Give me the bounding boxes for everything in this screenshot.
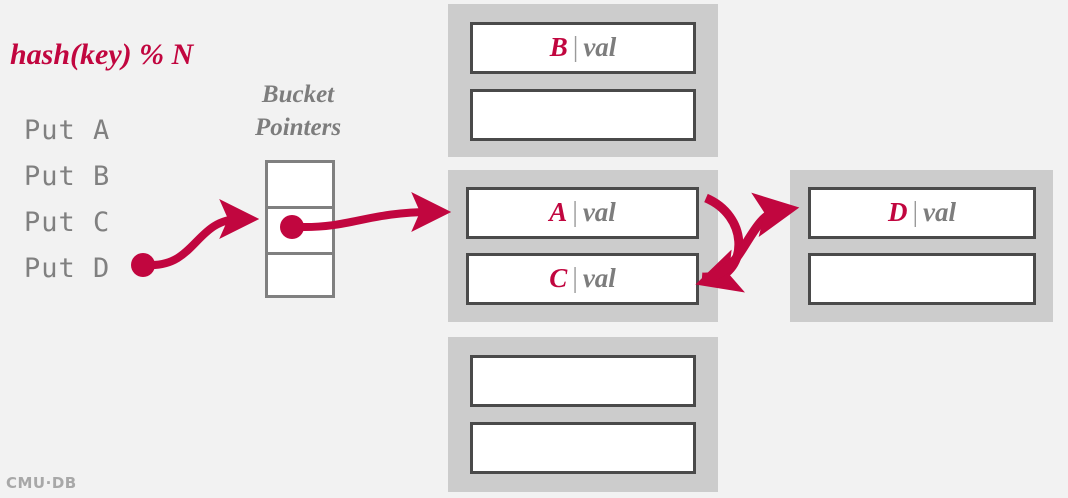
bucket-overflow-slot-1[interactable]: D|val	[808, 187, 1036, 239]
bucket-3-slot-1[interactable]	[470, 355, 696, 407]
bucket-pointer-column	[265, 160, 335, 298]
bucket-pointers-label: Bucket Pointers	[228, 78, 368, 144]
bucket-3-slot-2[interactable]	[470, 422, 696, 474]
slot-value: val	[582, 263, 616, 293]
bucket-overflow: D|val	[790, 170, 1053, 322]
slot-label: D|val	[888, 199, 956, 227]
list-item: Put B	[24, 161, 111, 192]
bucket-1-slot-1[interactable]: B|val	[470, 22, 696, 74]
slot-separator: |	[572, 263, 578, 294]
bucket-2-slot-2[interactable]: C|val	[466, 253, 699, 305]
bucket-2: A|val C|val	[448, 170, 718, 322]
list-item: Put C	[24, 207, 111, 238]
bucket-pointer-cell-2[interactable]	[268, 209, 332, 255]
slot-separator: |	[572, 197, 578, 228]
bucket-1-slot-2[interactable]	[470, 89, 696, 141]
slot-value: val	[582, 197, 616, 227]
bucket-pointers-label-line2: Pointers	[254, 114, 342, 141]
put-d-origin-dot	[131, 253, 155, 277]
bucket-2-slot-1[interactable]: A|val	[466, 187, 699, 239]
page-title: hash(key) % N	[10, 38, 194, 71]
slot-key: A	[549, 197, 568, 227]
bucket-overflow-slot-2[interactable]	[808, 253, 1036, 305]
arrow-put-to-pointer	[149, 199, 260, 270]
bucket-pointer-cell-3[interactable]	[268, 255, 332, 301]
slot-label: C|val	[549, 265, 616, 293]
cmu-db-logo: CMU·DB	[6, 474, 77, 492]
bucket-3	[448, 337, 718, 492]
slot-key: C	[549, 263, 568, 293]
slot-label: A|val	[549, 199, 616, 227]
slot-label: B|val	[550, 34, 617, 62]
slot-value: val	[583, 32, 617, 62]
slot-value: val	[923, 197, 957, 227]
slot-key: D	[887, 197, 908, 227]
bucket-1: B|val	[448, 4, 718, 157]
operations-list: Put A Put B Put C Put D	[24, 108, 110, 292]
list-item: Put D	[24, 253, 111, 284]
list-item: Put A	[24, 115, 111, 146]
bucket-pointer-cell-1[interactable]	[268, 163, 332, 209]
slot-key: B	[549, 32, 568, 62]
bucket-pointers-label-line1: Bucket	[261, 81, 335, 108]
slot-separator: |	[572, 32, 579, 63]
slot-separator: |	[912, 197, 919, 228]
